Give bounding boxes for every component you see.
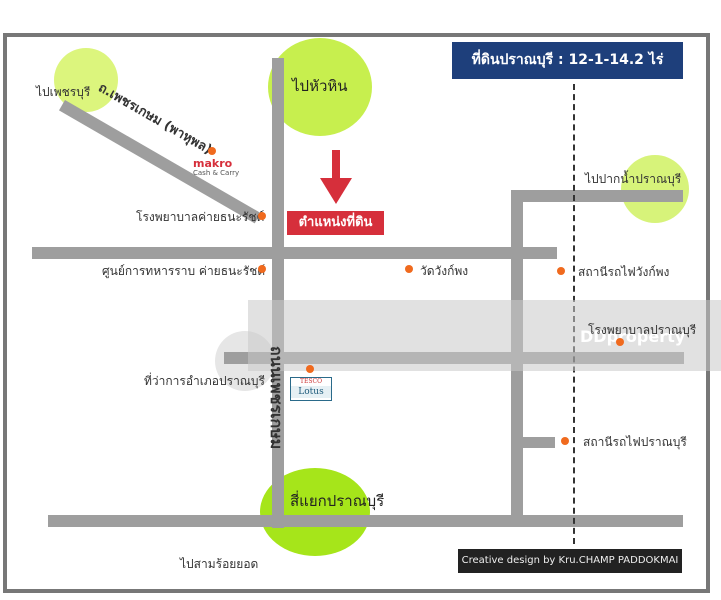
main-road-label: ถนนเพชรเกษม <box>267 346 286 450</box>
credit-box: Creative design by Kru.CHAMP PADDOKMAI <box>458 549 682 573</box>
right-top-road <box>511 190 683 202</box>
hospital-label: โรงพยาบาลค่ายธนะรัชต์ <box>136 210 265 224</box>
makro-sub: Cash & Carry <box>193 169 240 177</box>
to-sam-roi-yot-label: ไปสามร้อยยอด <box>180 557 259 571</box>
pranburi-hospital-label: โรงพยาบาลปราณบุรี <box>588 323 697 337</box>
watermark-text: DDproperty <box>580 327 686 346</box>
credit-text: Creative design by Kru.CHAMP PADDOKMAI <box>461 555 679 566</box>
upper-horizontal-road <box>32 247 557 259</box>
title-text: ที่ดินปราณบุรี : 12-1-14.2 ไร่ <box>471 52 664 68</box>
pranburi-station-label: สถานีรถไฟปราณบุรี <box>583 435 687 449</box>
to-phetchaburi-label: ไปเพชรบุรี <box>36 85 91 99</box>
bottom-horizontal-road <box>48 515 683 527</box>
makro-logo: makro <box>193 157 233 170</box>
pranburi-station-dot <box>561 437 569 445</box>
watermark-band <box>248 300 721 371</box>
to-pak-nam-pranburi-label: ไปปากน้ำปราณบุรี <box>585 172 682 186</box>
target-label: ตำแหน่งที่ดิน <box>298 215 373 230</box>
district-office-label: ที่ว่าการอำเภอปราณบุรี <box>144 374 265 388</box>
title-box: ที่ดินปราณบุรี : 12-1-14.2 ไร่ <box>452 42 683 79</box>
main-vertical-road <box>272 58 284 528</box>
pranburi-junction-label: สี่แยกปราณบุรี <box>290 492 385 510</box>
hua-hin-circle <box>268 38 372 136</box>
station-spur-road <box>511 437 555 448</box>
target-arrow-icon <box>320 150 352 204</box>
army-center-dot <box>258 265 266 273</box>
tesco-text: TESCO <box>299 378 322 385</box>
pranburi-hospital-dot <box>616 338 624 346</box>
army-center-label: ศูนย์การทหารราบ ค่ายธนะรัชต์ <box>102 264 266 278</box>
wang-kaphong-station-label: สถานีรถไฟวังก์พง <box>578 265 670 279</box>
hospital-dot <box>258 212 266 220</box>
tesco-lotus-logo: TESCO Lotus <box>290 377 332 401</box>
target-label-box: ตำแหน่งที่ดิน <box>287 211 384 235</box>
lotus-text: Lotus <box>291 386 331 398</box>
wang-kaphong-station-dot <box>557 267 565 275</box>
wat-wang-kaphong-dot <box>405 265 413 273</box>
district-office-dot <box>306 365 314 373</box>
makro-dot <box>208 147 216 155</box>
to-hua-hin-label: ไปหัวหิน <box>292 77 348 95</box>
wat-wang-kaphong-label: วัดวังก์พง <box>420 264 469 278</box>
pak-nam-pranburi-circle <box>621 155 689 223</box>
